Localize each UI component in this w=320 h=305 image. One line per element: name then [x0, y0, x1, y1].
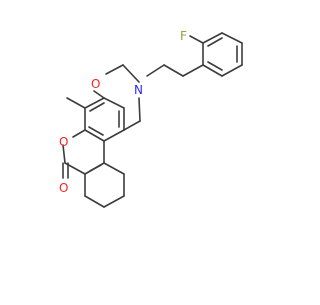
molecule-canvas: F N O O O — [59, 29, 243, 208]
bond — [221, 64, 243, 77]
bond — [88, 126, 104, 136]
bond — [66, 97, 86, 109]
bond — [103, 97, 125, 109]
bond — [138, 97, 141, 122]
bond — [72, 129, 86, 138]
chemical-structure-diagram: F N O O O — [59, 29, 243, 208]
bond — [146, 64, 165, 77]
bond — [189, 35, 204, 44]
bond — [103, 129, 125, 142]
bond — [84, 195, 105, 208]
bond — [105, 64, 124, 75]
carbonyl-oxygen-atom-label: O — [59, 181, 68, 195]
bond — [202, 64, 223, 77]
nitrogen-atom-label: N — [134, 83, 143, 97]
bond — [207, 37, 223, 47]
bond — [103, 195, 125, 208]
bond — [89, 164, 102, 172]
bond — [207, 61, 223, 71]
bond — [163, 64, 184, 77]
ring-oxygen-atom-label: O — [91, 77, 100, 91]
bond — [93, 90, 105, 99]
atom-labels: F N O O O — [59, 29, 187, 195]
bond — [84, 129, 105, 142]
bond — [202, 32, 223, 44]
bond — [89, 102, 105, 112]
bond — [84, 97, 105, 109]
fluorine-atom-label: F — [180, 29, 187, 43]
bonds — [62, 32, 243, 208]
bond — [122, 64, 140, 83]
lactone-oxygen-atom-label: O — [59, 135, 68, 149]
bond — [221, 32, 243, 44]
bond — [182, 64, 204, 77]
bond — [123, 120, 141, 131]
bond — [103, 162, 125, 175]
bond — [62, 144, 66, 164]
